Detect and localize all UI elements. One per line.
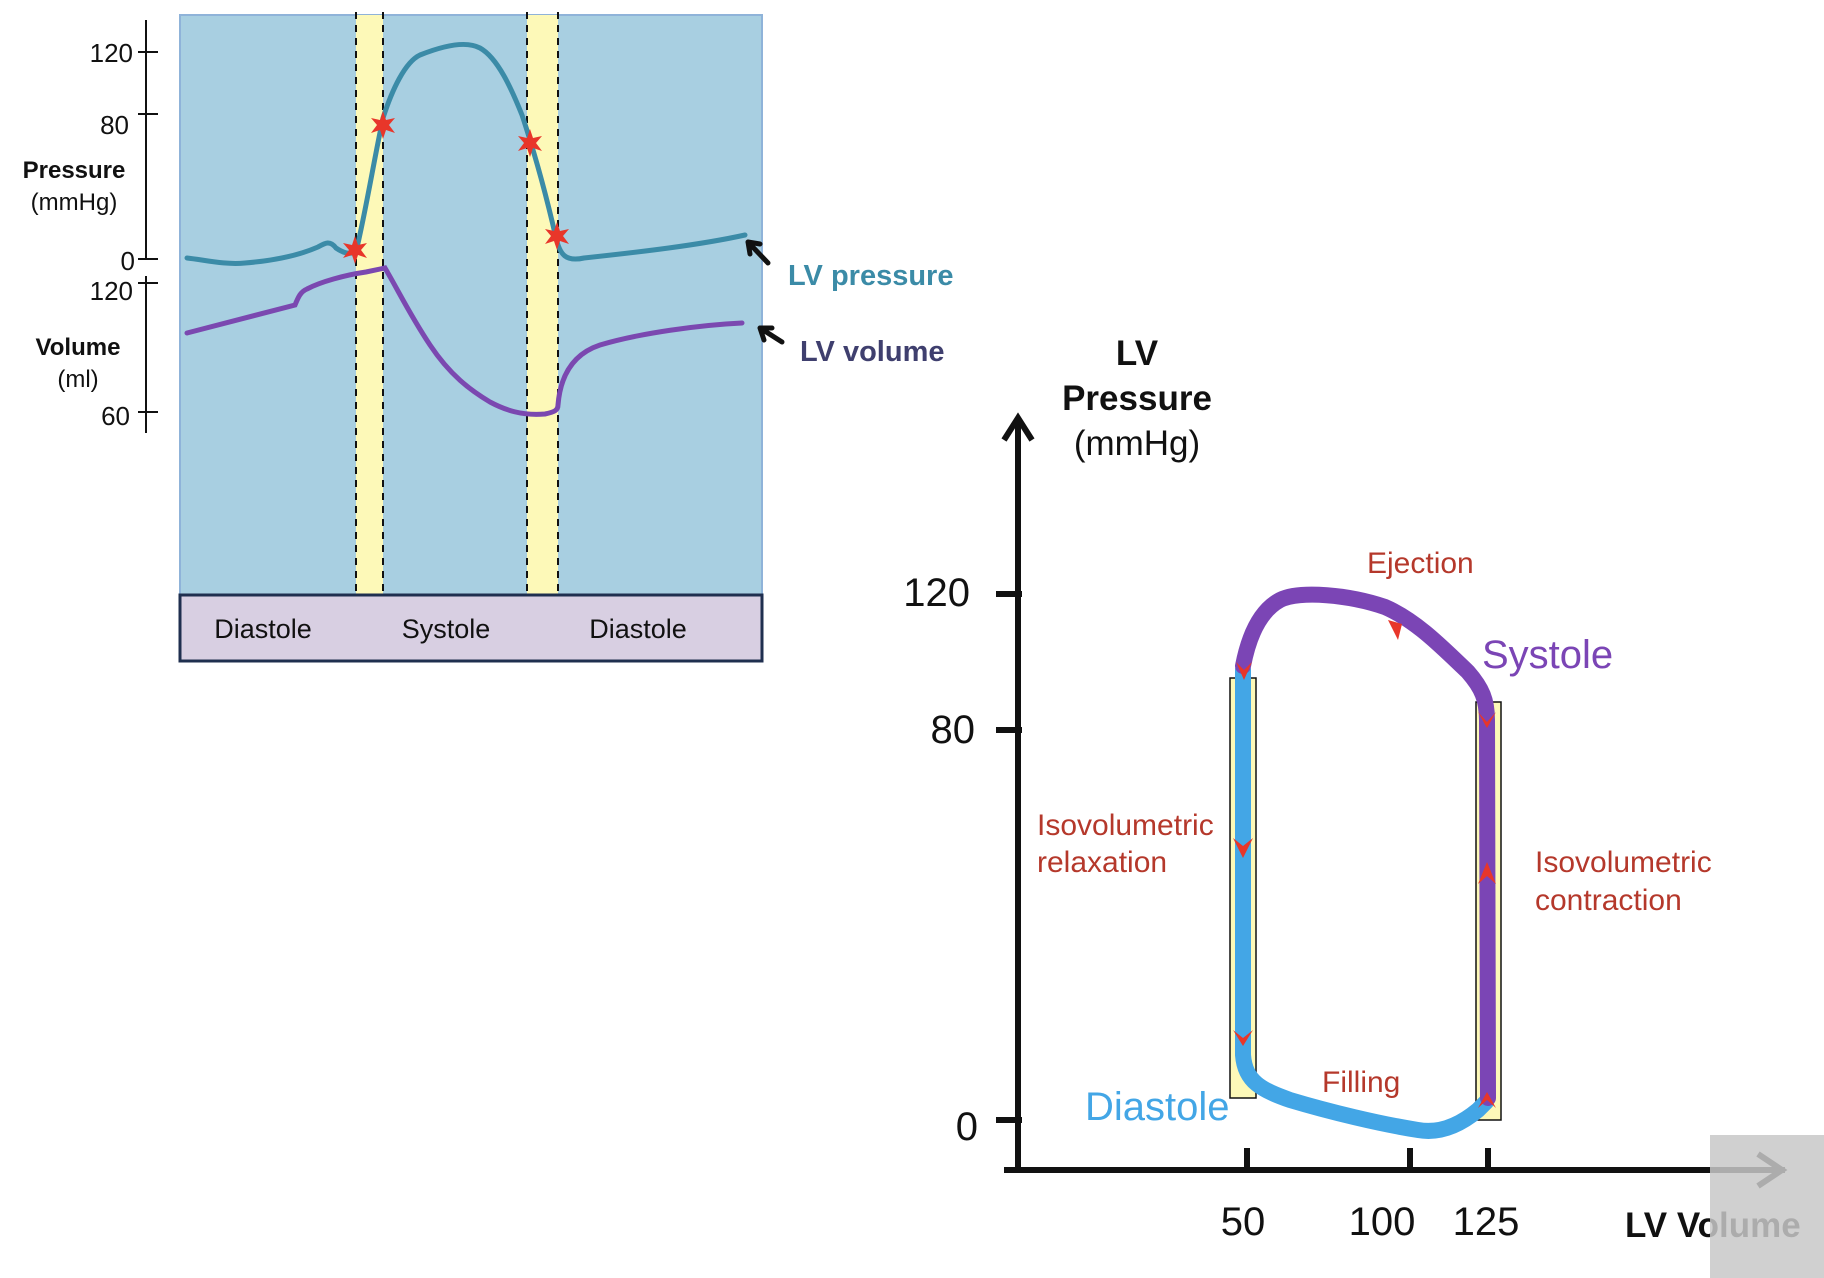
pv-label-ejection: Ejection [1367,547,1474,580]
pv-label-systole: Systole [1482,633,1613,677]
phase-label-systole: Systole [402,614,491,644]
mitral-close-marker [343,236,367,264]
aortic-close-marker [518,129,542,157]
aortic-open-marker [371,111,395,139]
pv-label-filling: Filling [1322,1066,1400,1099]
phase-bar [178,593,764,663]
pv-ejection-arrow-icon [1388,620,1402,640]
pv-y-tick-0: 0 [956,1105,978,1149]
pv-corner-marker-1 [1236,662,1252,680]
valve-event-markers [343,111,569,264]
volume-axis-unit: (ml) [57,366,98,393]
volume-axis-title: Volume [36,334,121,361]
iso-relaxation-band [527,15,558,595]
pv-x-tick-50: 50 [1221,1200,1266,1244]
pv-y-axis-unit: (mmHg) [1074,424,1200,463]
phase-dividers [355,12,559,660]
volume-axis [138,276,158,433]
pv-contract-arrow-icon [1478,862,1496,884]
pv-direction-markers [1233,620,1496,1108]
pressure-tick-0: 0 [121,246,135,276]
pv-label-iso-contraction-2: contraction [1535,884,1682,917]
volume-tick-120: 120 [90,276,133,306]
pv-relax-arrow-icon [1233,838,1253,858]
pv-label-iso-contraction-1: Isovolumetric [1535,846,1712,879]
pv-corner-marker-2 [1478,712,1496,728]
lv-pressure-trace [184,41,748,266]
pressure-axis [138,20,158,260]
pv-y-tick-120: 120 [903,571,970,615]
pv-y-tick-80: 80 [931,708,976,752]
pressure-tick-80: 80 [100,110,129,140]
pv-systole-segment [1235,586,1496,1106]
pv-x-tick-125: 125 [1453,1200,1520,1244]
pv-y-axis-title-line1: LV [1116,334,1159,373]
pv-label-diastole: Diastole [1085,1085,1230,1129]
volume-tick-60: 60 [101,401,130,431]
pv-diastole-segment [1235,662,1494,1139]
watermark-logo [1710,1135,1824,1278]
lv-volume-trace [184,265,745,417]
phase-label-diastole-1: Diastole [214,614,312,644]
pv-x-tick-100: 100 [1349,1200,1416,1244]
pressure-axis-unit: (mmHg) [31,189,118,216]
pv-label-iso-relaxation-2: relaxation [1037,846,1167,879]
phase-label-diastole-2: Diastole [589,614,687,644]
lv-volume-arrow-icon [757,325,785,345]
pv-y-axis-title-line2: Pressure [1062,379,1212,418]
pv-loop-diagram: LV Pressure (mmHg) 120 80 0 50 100 125 L… [903,334,1800,1245]
iso-contraction-band [356,15,383,595]
pv-corner-marker-4 [1478,1092,1496,1108]
lv-pressure-callout: LV pressure [788,260,953,292]
pv-corner-marker-3 [1233,1030,1253,1046]
lv-pressure-arrow-icon [745,239,771,266]
wiggers-panel [179,14,763,596]
wiggers-diagram: Diastole Systole Diastole 120 80 0 Press… [23,12,953,663]
pressure-tick-120: 120 [90,38,133,68]
lv-volume-callout: LV volume [800,336,945,368]
pressure-axis-title: Pressure [23,157,126,184]
pv-label-iso-relaxation-1: Isovolumetric [1037,809,1214,842]
mitral-open-marker [545,222,569,250]
